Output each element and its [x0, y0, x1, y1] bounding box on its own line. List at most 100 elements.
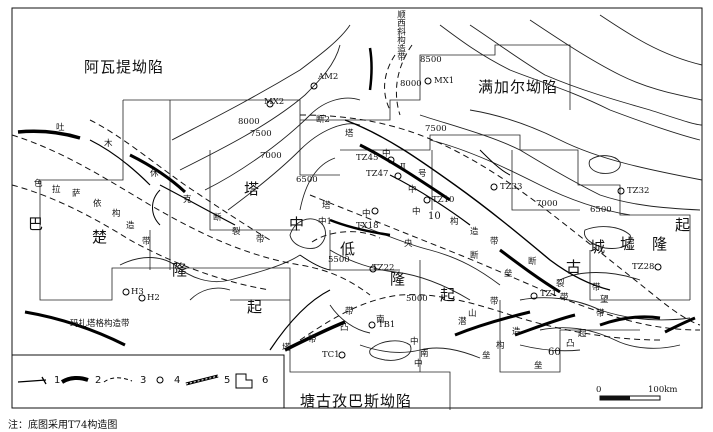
fault-zone-char: 玛扎塔格构造带: [70, 319, 130, 329]
fault-zone-char: 断2: [316, 115, 330, 125]
fault-zone-char: 10: [428, 211, 441, 222]
uplift-char: 楚: [92, 228, 109, 246]
fault-zone-char: 带: [490, 237, 499, 247]
well-label: H2: [147, 293, 160, 303]
well-label: AM2: [318, 72, 339, 82]
well-label: TZ33: [500, 182, 523, 192]
fault-zone-char: 依: [93, 199, 102, 209]
uplift-char: 隆: [652, 235, 669, 253]
region-awati: 阿瓦提坳陷: [84, 58, 165, 76]
fault-zone-char: 拉: [52, 185, 61, 195]
fault-zone-char: 断: [528, 257, 537, 267]
fault-zone-char: 造: [512, 327, 521, 337]
fault-zone-char: 带: [308, 335, 317, 345]
fault-zone-char: 克: [183, 195, 192, 205]
fault-zone-char: 望: [600, 295, 609, 305]
scale-end: 100km: [648, 385, 678, 395]
uplift-char: 中: [289, 215, 306, 233]
legend-num: 2: [95, 375, 102, 386]
fault-zone-char: 山: [468, 309, 477, 319]
scale-bar: [599, 395, 661, 401]
fault-zone-char: 带: [560, 293, 569, 303]
fault-zone-char: 中: [410, 337, 419, 347]
contour-label: 7500: [250, 129, 272, 139]
fault-zone-char: 南: [420, 349, 429, 359]
fault-zone-char: 潜: [458, 317, 467, 327]
survey-blocks: [39, 44, 691, 410]
uplift-char: 起: [247, 298, 264, 316]
well-label: TZ45: [356, 153, 379, 163]
fault-zone-char: 塔: [282, 343, 291, 353]
fault-zone-char: 带: [490, 297, 499, 307]
fault-zone-char: 顺西斜构造带: [395, 10, 406, 61]
fault-zone-char: Ⅱ: [400, 162, 406, 172]
map-frame: [11, 7, 703, 409]
contour-label: 5500: [328, 255, 350, 265]
contour-label: 8000: [238, 117, 260, 127]
markers: [122, 77, 662, 359]
fault-zone-char: 号: [418, 169, 427, 179]
fault-zone-char: 央: [404, 239, 413, 249]
fault-zone-char: 休: [150, 169, 159, 179]
uplift-char: 低: [340, 240, 357, 258]
fault-zone-char: 塔: [322, 201, 331, 211]
legend-num: 5: [224, 375, 231, 386]
fault-zone-char: 带: [345, 307, 354, 317]
fault-zone-char: 60: [548, 347, 561, 358]
fault-zone-char: 断: [470, 251, 479, 261]
legend-num: 4: [174, 375, 181, 386]
contour-label: 8000: [400, 79, 422, 89]
fault-lines: [17, 47, 696, 352]
uplift-char: 起: [440, 286, 457, 304]
region-tanggubasi: 塘古孜巴斯坳陷: [300, 392, 413, 410]
fault-zone-char: 裂: [556, 279, 565, 289]
uplift-char: 古: [566, 258, 583, 276]
uplift-char: 墟: [620, 235, 637, 253]
fault-zone-char: 色: [34, 179, 43, 189]
well-label: MX1: [434, 76, 455, 86]
fault-zone-char: 凸: [340, 323, 349, 333]
scale-zero: 0: [596, 385, 602, 395]
fault-zone-char: 带: [592, 283, 601, 293]
legend-num: 1: [54, 375, 61, 386]
well-label: TZ22: [372, 263, 395, 273]
well-label: TB1: [378, 320, 396, 330]
contour-label: 8500: [420, 55, 442, 65]
contour-label: 7000: [260, 151, 282, 161]
unit-boundaries: [11, 44, 701, 341]
fault-zone-char: 造: [126, 221, 135, 231]
well-label: H3: [131, 287, 144, 297]
fault-zone-char: 木: [104, 139, 113, 149]
uplift-char: 隆: [172, 261, 189, 279]
well-label: TX18: [356, 221, 379, 231]
fault-zone-char: 中: [412, 207, 421, 217]
contour-lines: [119, 14, 703, 361]
fault-zone-char: 起: [578, 329, 587, 339]
legend-num: 6: [262, 375, 269, 386]
contour-label: 7500: [425, 124, 447, 134]
fault-zone-char: 中1: [318, 217, 332, 227]
fault-zone-char: 垒: [504, 269, 513, 279]
well-label: MX2: [264, 97, 285, 107]
fault-zone-char: 带: [142, 237, 151, 247]
uplift-char: 塔: [244, 180, 261, 198]
uplift-char: 隆: [390, 270, 407, 288]
well-label: TZ32: [627, 186, 650, 196]
fault-zone-char: 构: [450, 217, 459, 227]
fault-zone-char: 萨: [72, 189, 81, 199]
fault-zone-char: 垒: [482, 351, 491, 361]
fault-zone-char: 带: [596, 309, 605, 319]
fault-zone-char: 造: [470, 227, 479, 237]
fault-zone-char: 南: [376, 315, 385, 325]
fault-zone-char: 带: [256, 235, 265, 245]
contour-label: 7000: [536, 199, 558, 209]
well-label: TZ47: [366, 169, 389, 179]
fault-zone-char: 垒: [534, 361, 543, 371]
uplift-char: 巴: [28, 215, 45, 233]
contour-label: 6500: [296, 175, 318, 185]
fault-zone-char: 中: [408, 185, 417, 195]
fault-zone-char: 中: [382, 149, 391, 159]
fault-zone-char: 吐: [56, 123, 65, 133]
contour-label: 6500: [590, 205, 612, 215]
